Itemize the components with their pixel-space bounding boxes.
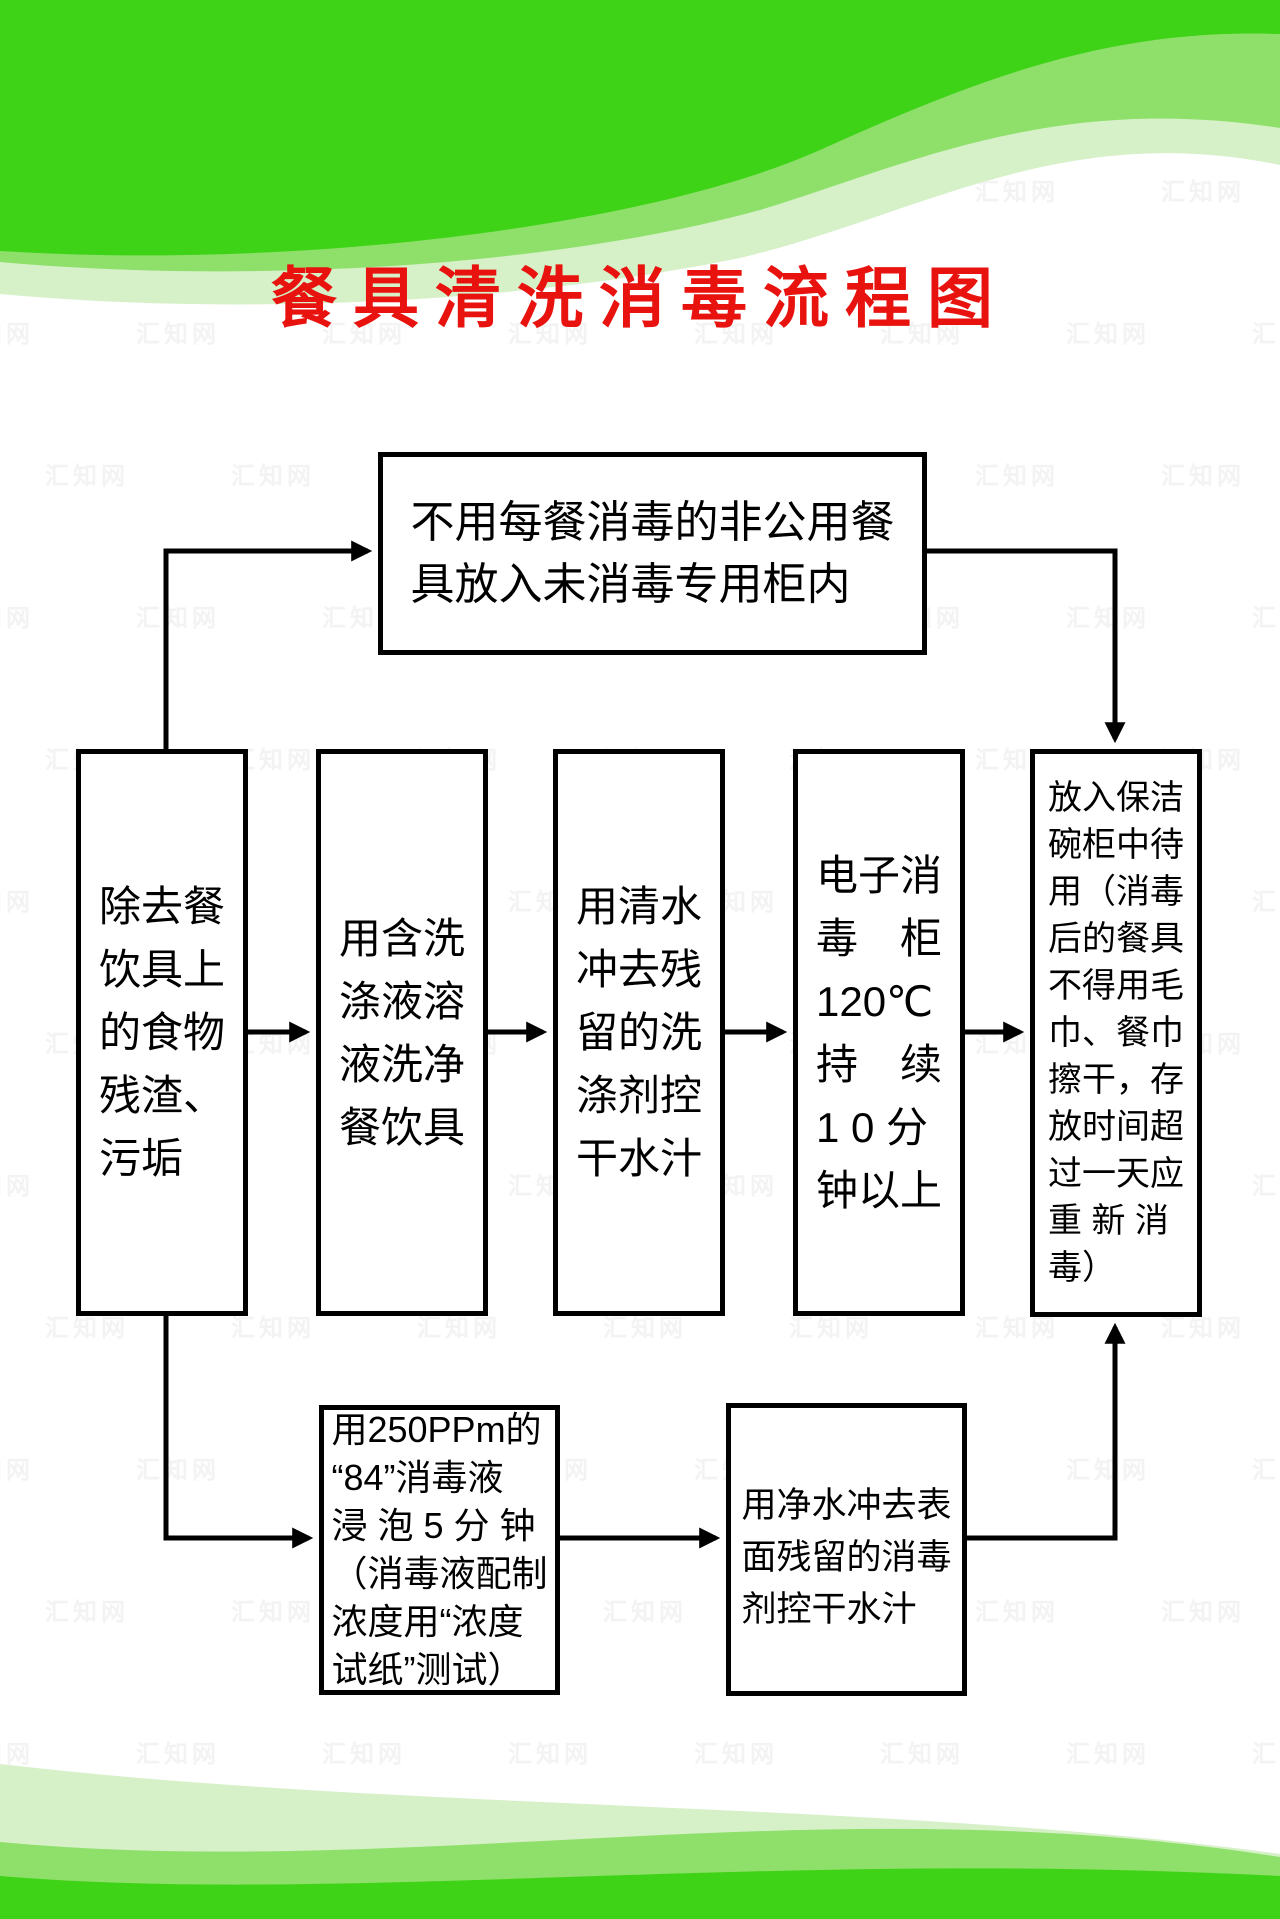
flow-box-soak-84-text: 用250PPm的 “84”消毒液 浸 泡 5 分 钟 （消毒液配制 浓度用“浓度… [331,1409,548,1690]
flow-box-step4-electronic-disinfection: 电子消 毒 柜 120℃ 持 续 1 0 分 钟以上 [793,749,965,1316]
flow-box-rinse-disinfectant-text: 用净水冲去表 面残留的消毒 剂控干水汁 [741,1486,952,1629]
arrow-topbox-to-step5 [927,548,1126,744]
arrow-step1-to-soak84 [163,1316,314,1549]
top-green-wave [0,0,1280,305]
bottom-wave-bright [0,1868,1280,1919]
flow-box-step1-remove-residue: 除去餐 饮具上 的食物 残渣、 污垢 [76,749,248,1316]
bottom-green-wave [0,1764,1280,1919]
flow-box-step2-text: 用含洗 涤液溶 液洗净 餐饮具 [338,914,465,1151]
flow-box-uncommon-tableware: 不用每餐消毒的非公用餐 具放入未消毒专用柜内 [378,452,927,655]
flow-box-step5-text: 放入保洁 碗柜中待 用（消毒 后的餐具 不得用毛 巾、餐巾 擦干，存 放时间超 … [1048,778,1184,1287]
flow-box-step1-text: 除去餐 饮具上 的食物 残渣、 污垢 [98,883,225,1182]
arrow-step1-to-topbox [163,540,373,749]
flow-box-step2-wash-detergent: 用含洗 涤液溶 液洗净 餐饮具 [316,749,488,1316]
top-wave-bright [0,0,1280,256]
arrow-rinse-to-step5 [967,1322,1126,1541]
flow-box-soak-84-disinfectant: 用250PPm的 “84”消毒液 浸 泡 5 分 钟 （消毒液配制 浓度用“浓度… [319,1405,560,1695]
flow-box-step3-text: 用清水 冲去残 留的洗 涤剂控 干水汁 [575,883,702,1182]
flow-box-rinse-disinfectant: 用净水冲去表 面残留的消毒 剂控干水汁 [726,1403,967,1696]
flow-box-step4-text: 电子消 毒 柜 120℃ 持 续 1 0 分 钟以上 [815,851,942,1214]
flow-box-uncommon-tableware-text: 不用每餐消毒的非公用餐 具放入未消毒专用柜内 [410,497,895,609]
flow-box-step5-storage: 放入保洁 碗柜中待 用（消毒 后的餐具 不得用毛 巾、餐巾 擦干，存 放时间超 … [1030,749,1202,1317]
flow-box-step3-rinse: 用清水 冲去残 留的洗 涤剂控 干水汁 [553,749,725,1316]
poster-title: 餐具清洗消毒流程图 [271,261,1009,335]
